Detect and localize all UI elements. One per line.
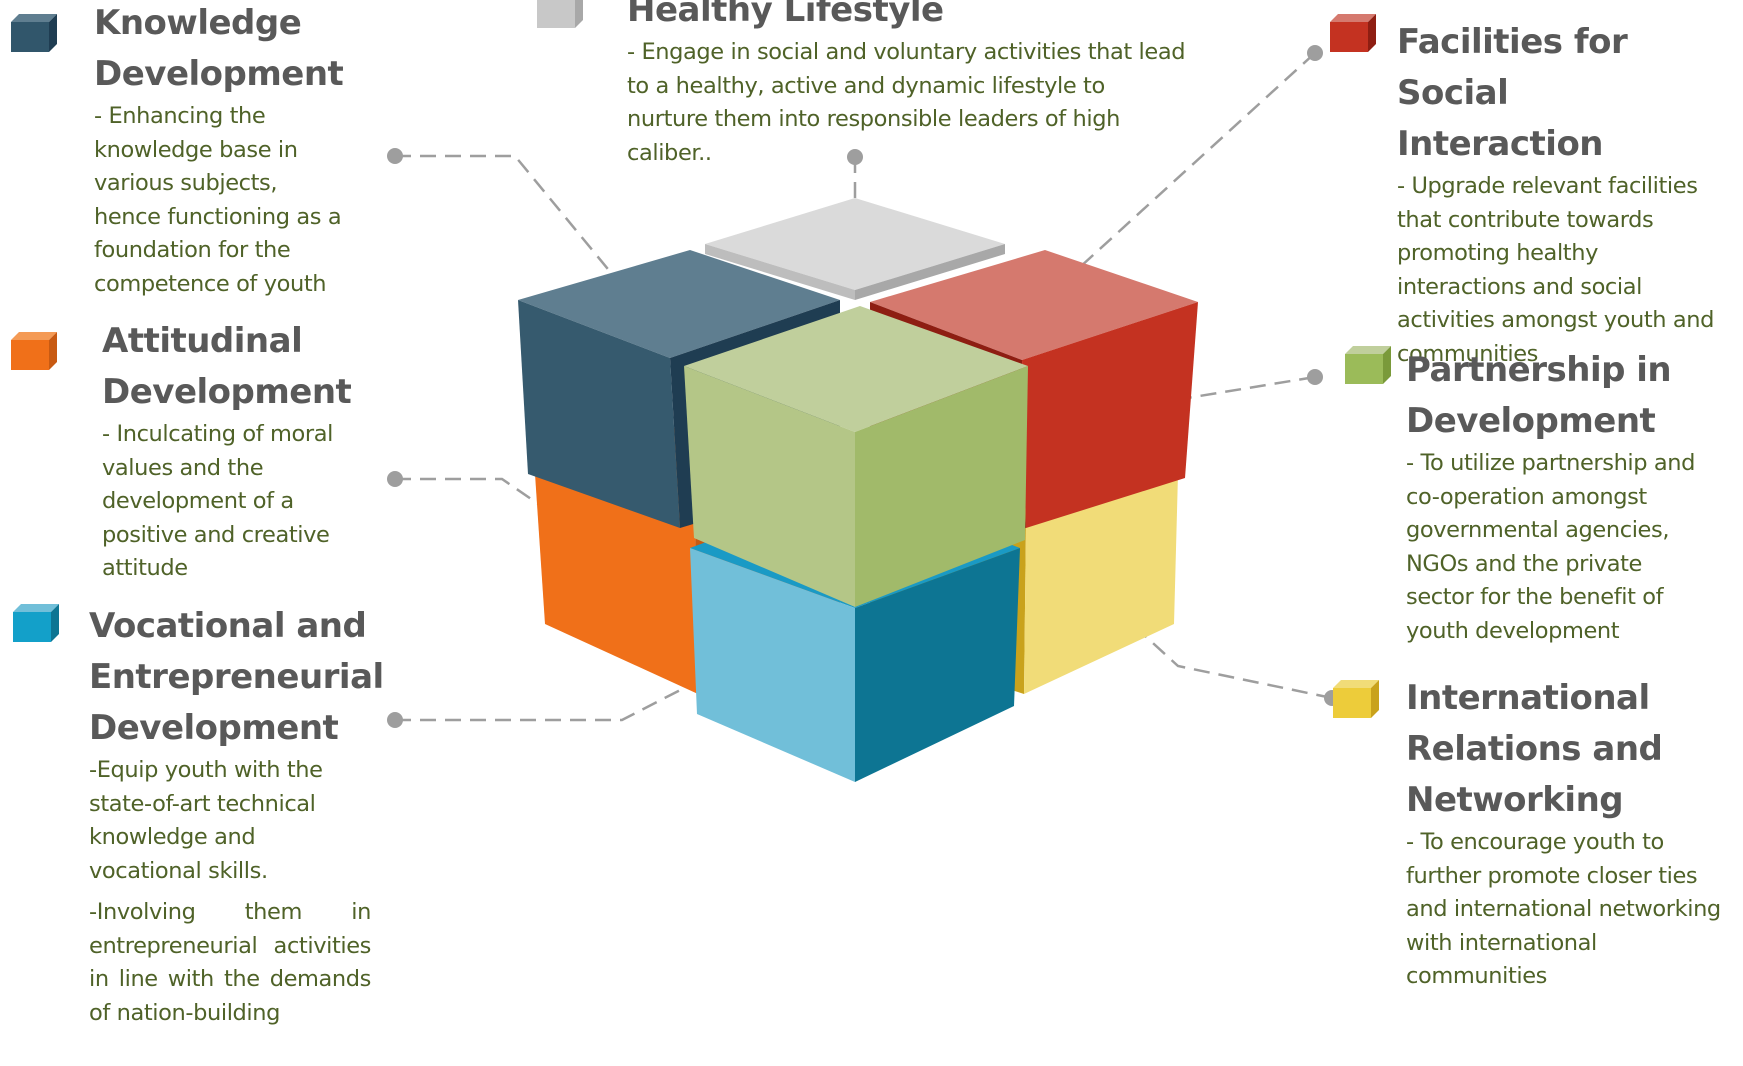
pillar-partnership-description: - To utilize partnership and co-operatio… — [1406, 450, 1696, 644]
cube-vocational — [690, 486, 1020, 782]
leader-line-knowledge — [395, 154, 636, 303]
cube-healthy — [705, 198, 1005, 300]
pillar-attitudinal: Attitudinal Development - Inculcating of… — [102, 316, 377, 586]
legend-cube-partnership-icon — [1345, 346, 1391, 384]
pillar-healthy-title: Healthy Lifestyle — [627, 0, 944, 30]
pillar-healthy: Healthy Lifestyle - Engage in social and… — [627, 0, 1207, 170]
legend-cube-attitudinal-icon — [11, 332, 57, 370]
pillar-international-description: - To encourage youth to further promote … — [1406, 829, 1721, 989]
leader-dot-social — [1307, 45, 1323, 61]
pillar-social-title: Facilities for Social Interaction — [1397, 22, 1628, 164]
pillar-international-title: International Relations and Networking — [1406, 678, 1663, 820]
pillar-knowledge-description: - Enhancing the knowledge base in variou… — [94, 103, 342, 297]
pillar-healthy-description: - Engage in social and voluntary activit… — [627, 39, 1186, 166]
pillar-attitudinal-description: - Inculcating of moral values and the de… — [102, 421, 333, 581]
leader-line-social — [1045, 52, 1316, 299]
legend-cube-international-icon — [1333, 680, 1379, 718]
leader-dot-knowledge — [387, 148, 403, 164]
cube-partnership — [684, 306, 1028, 607]
pillar-knowledge-title: Knowledge Development — [94, 3, 344, 94]
leader-dot-partnership — [1307, 369, 1323, 385]
leader-dots — [387, 45, 1340, 728]
leader-line-international — [1083, 579, 1333, 700]
pillar-vocational: Vocational and Entrepreneurial Developme… — [89, 601, 384, 1030]
pillar-partnership: Partnership in Development - To utilize … — [1406, 345, 1736, 648]
legend-cube-knowledge-icon — [11, 14, 57, 52]
pillar-international: International Relations and Networking -… — [1406, 673, 1739, 994]
leader-dot-healthy — [847, 149, 863, 165]
legend-cube-social-icon — [1330, 14, 1376, 52]
pillar-vocational-description: -Equip youth with the state-of-art techn… — [89, 757, 323, 884]
pillar-attitudinal-title: Attitudinal Development — [102, 321, 352, 412]
leader-dot-attitudinal — [387, 471, 403, 487]
leader-dot-vocational — [387, 712, 403, 728]
pillar-social: Facilities for Social Interaction - Upgr… — [1397, 17, 1737, 371]
pillar-partnership-title: Partnership in Development — [1406, 350, 1672, 441]
pillar-social-description: - Upgrade relevant facilities that contr… — [1397, 173, 1715, 367]
legend-cube-vocational-icon — [13, 604, 59, 642]
pillar-vocational-description-2: -Involving them in entrepreneurial activ… — [89, 899, 371, 1026]
pillar-knowledge: Knowledge Development - Enhancing the kn… — [94, 0, 369, 301]
pillar-vocational-title: Vocational and Entrepreneurial Developme… — [89, 606, 384, 748]
legend-cube-healthy-icon — [537, 0, 583, 28]
leader-line-partnership — [931, 375, 1316, 442]
